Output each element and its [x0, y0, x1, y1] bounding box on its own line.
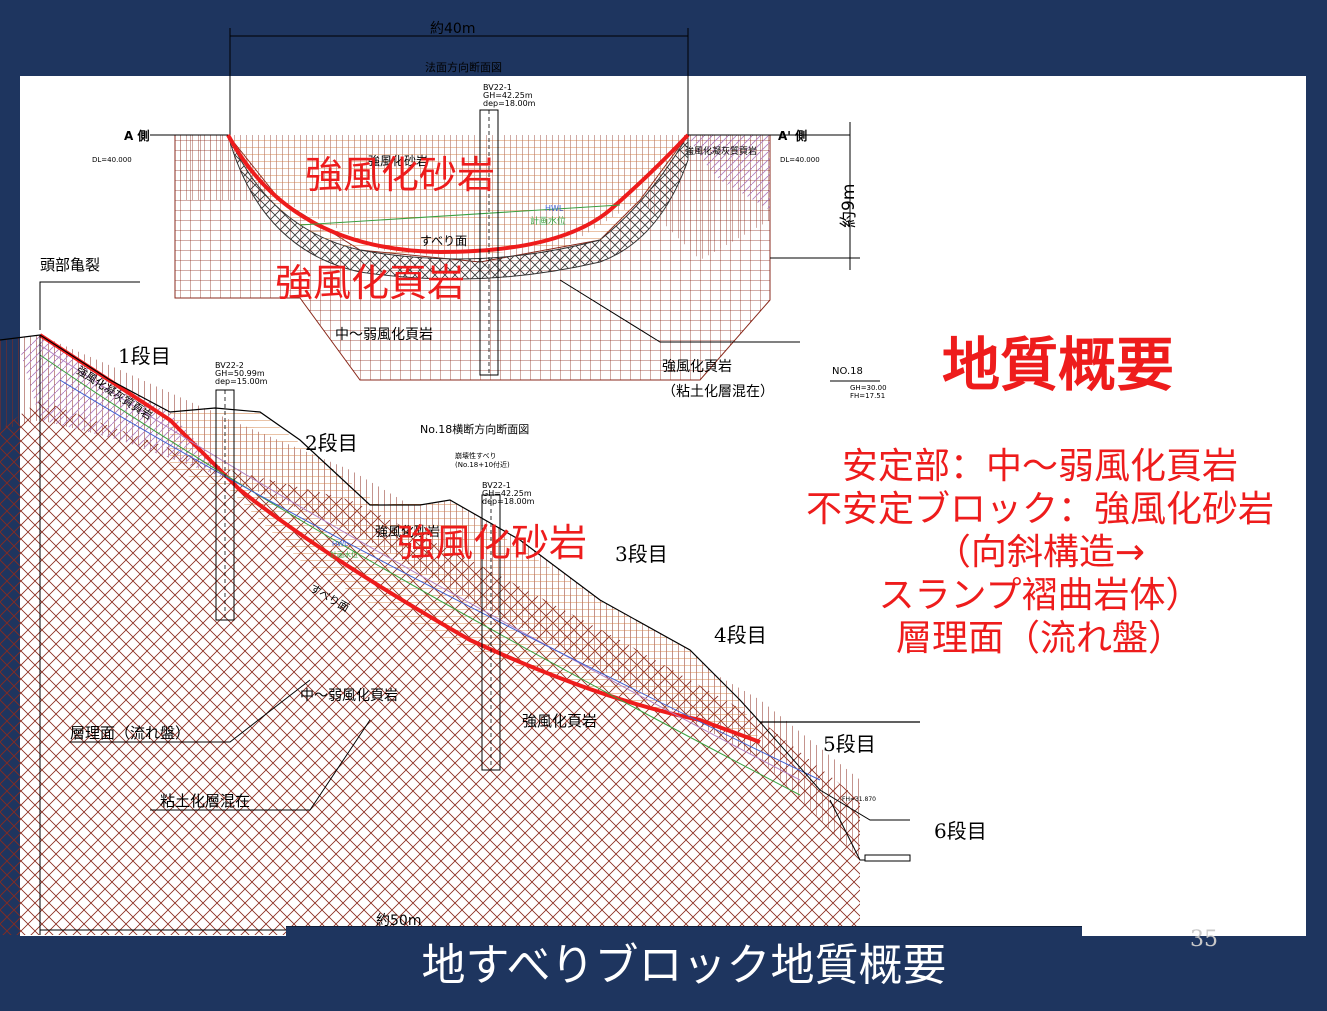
upper-height-label: 約9m	[839, 183, 859, 228]
lower-hwl-label: HWL	[332, 540, 349, 548]
upper-dl-left: DL=40.000	[92, 156, 132, 164]
summary-line-3: （向斜構造→	[934, 532, 1146, 573]
lower-sandstone-block	[215, 408, 760, 740]
side-a-prime-label: A' 側	[778, 129, 808, 143]
summary-heading: 地質概要	[942, 331, 1175, 399]
step-6-label: 6段目	[934, 819, 987, 843]
upper-boring-info: BV22-1 GH=42.25m dep=18.00m	[483, 83, 536, 108]
lower-middle-shale-label: 中～弱風化頁岩	[300, 688, 398, 704]
upper-section-title: 法面方向断面図	[425, 61, 502, 74]
upper-section	[150, 28, 860, 381]
lower-base-rock	[0, 400, 860, 935]
lower-boring-left-info: BV22-2 GH=50.99m dep=15.00m	[215, 361, 268, 386]
step-3-label: 3段目	[615, 542, 668, 566]
upper-sandstone-bowl	[228, 135, 688, 255]
step-5-label: 5段目	[823, 732, 876, 756]
page-number: 35	[1190, 927, 1218, 952]
step-4-label: 4段目	[714, 623, 767, 647]
upper-dl-right: DL=40.000	[780, 156, 820, 164]
summary-line-5: 層理面（流れ盤）	[895, 618, 1184, 659]
lower-shale-label: 強風化頁岩	[522, 712, 598, 730]
upper-lower-layer-label: 中～弱風化頁岩	[335, 327, 433, 343]
slide-title: 地すべりブロック地質概要	[286, 926, 1082, 1005]
bedding-plane-label: 層理面（流れ盤）	[70, 724, 191, 742]
lower-slip-line	[38, 333, 761, 744]
upper-slip-zone	[227, 133, 689, 280]
summary-line-1: 安定部：中～弱風化頁岩	[841, 446, 1238, 487]
upper-width-label: 約40m	[430, 21, 476, 37]
upper-sandstone-small: 強風化砂岩	[368, 154, 429, 168]
step-1-label: 1段目	[118, 344, 171, 368]
lower-plan-water-label: 計画水位	[330, 551, 358, 559]
lower-section	[0, 281, 920, 935]
summary-line-2: 不安定ブロック：強風化砂岩	[805, 489, 1274, 530]
lower-boring-right-info: BV22-1 GH=42.25m dep=18.00m	[482, 481, 535, 506]
upper-big-shale-label: 強風化頁岩	[275, 261, 466, 305]
step-2-label: 2段目	[305, 431, 358, 455]
lower-ground-surface	[0, 334, 920, 723]
summary-line-4: スランプ褶曲岩体）	[878, 575, 1202, 616]
side-a-label: A 側	[124, 129, 150, 143]
lower-section-title: No.18横断方向断面図	[420, 423, 530, 436]
head-crack-label: 頭部亀裂	[40, 256, 101, 274]
upper-slip-plane-label: すべり面	[420, 234, 468, 248]
upper-slip-line	[226, 133, 690, 255]
no18-levels: GH=30.00 FH=17.51	[850, 384, 887, 400]
lower-fh-small: FH=31.870	[842, 796, 876, 803]
upper-big-sandstone-label: 強風化砂岩	[305, 153, 496, 197]
lower-width-label: 約50m	[376, 913, 422, 929]
no18-label: NO.18	[832, 366, 863, 377]
lower-sandstone-small: 強風化砂岩	[375, 525, 441, 540]
upper-plan-water-label: 計画水位	[530, 217, 567, 227]
upper-callout: 強風化頁岩 （粘土化層混在）	[662, 359, 774, 400]
shallow-slip-note: 崩壊性すべり (No.18+10付近)	[455, 452, 510, 469]
upper-tuff-label: 強風化凝灰質頁岩	[685, 147, 758, 157]
lower-big-sandstone-label: 強風化砂岩	[397, 521, 588, 565]
summary-text: 安定部：中～弱風化頁岩 不安定ブロック：強風化砂岩 （向斜構造→ スランプ褶曲岩…	[760, 445, 1320, 660]
clay-layer-label: 粘土化層混在	[160, 792, 251, 810]
upper-hwl-label: HWL	[545, 204, 564, 213]
